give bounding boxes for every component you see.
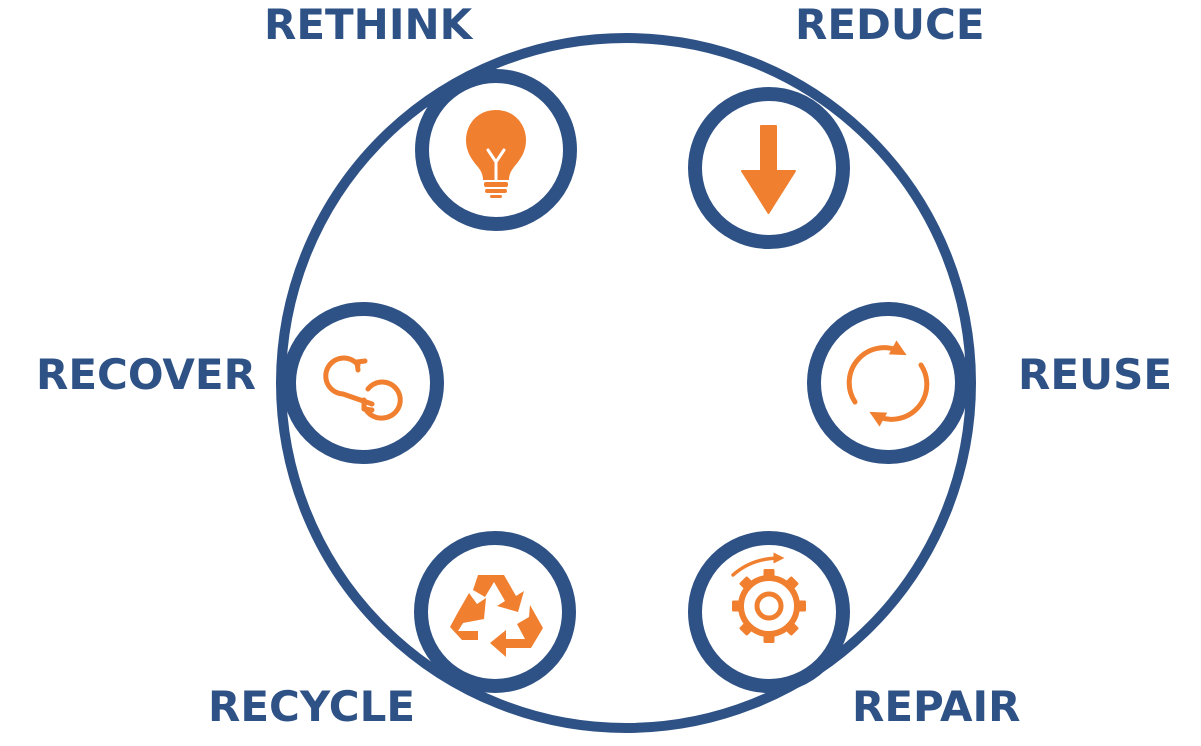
infinity-loop-icon [323,355,403,421]
node-recover [282,302,444,464]
lightbulb-icon [466,110,526,198]
node-reuse [807,302,969,464]
label-recover: RECOVER [36,350,256,399]
cycle-arrows-icon [846,340,930,427]
label-rethink: RETHINK [264,0,473,49]
label-repair: REPAIR [852,682,1021,731]
gear-icon [731,552,806,643]
arrow-down-icon [741,125,796,214]
recycle-icon [450,575,543,657]
node-recycle [414,531,576,693]
label-recycle: RECYCLE [208,682,416,731]
label-reduce: REDUCE [795,0,985,49]
label-reuse: REUSE [1018,350,1173,399]
main-cycle-ring [276,33,976,733]
